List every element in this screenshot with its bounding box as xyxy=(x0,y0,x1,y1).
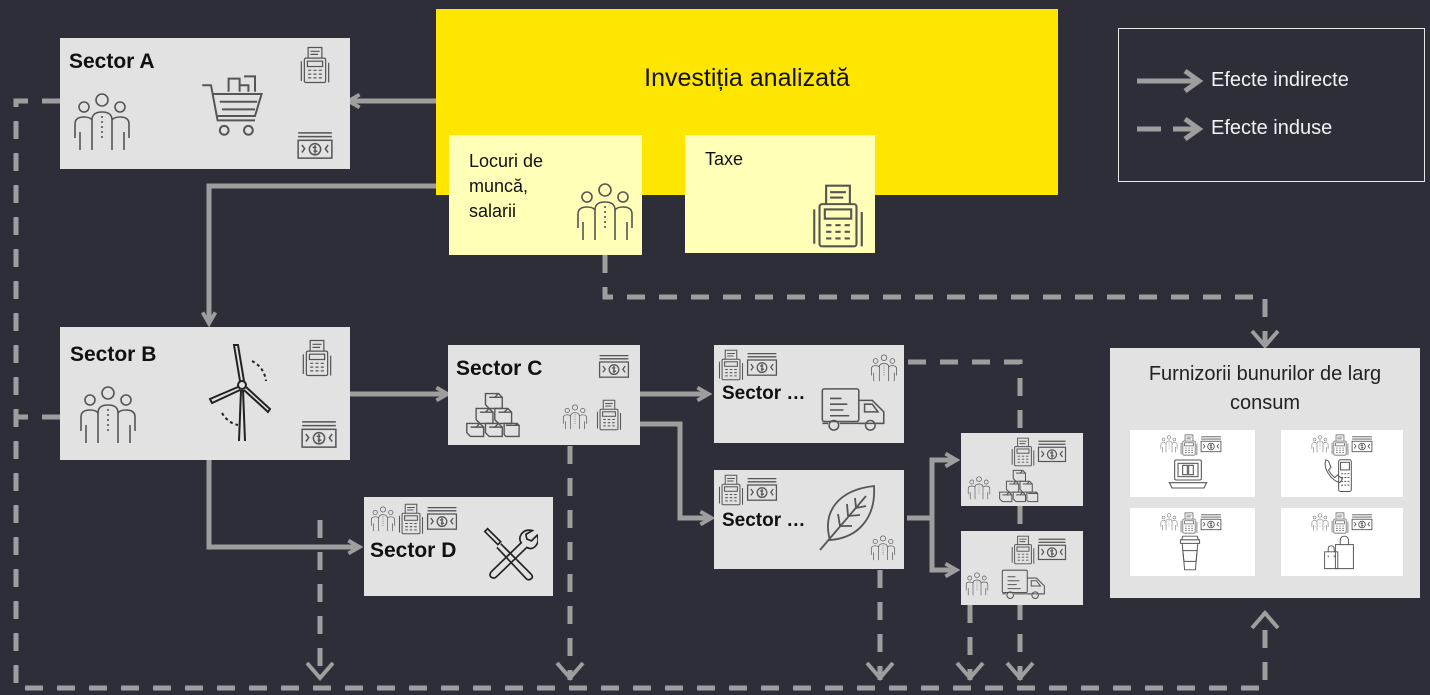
sector-b-label: Sector B xyxy=(70,343,157,366)
cash-register-icon xyxy=(1331,434,1349,456)
cash-register-icon xyxy=(810,183,866,249)
money-icon xyxy=(598,353,630,379)
boxes-icon xyxy=(997,469,1039,503)
shopping-bags-icon xyxy=(1321,534,1357,572)
delivery-truck-icon xyxy=(820,385,888,433)
sector-a-box: Sector A xyxy=(60,38,350,169)
investment-title: Investiția analizată xyxy=(644,64,850,92)
cash-register-icon xyxy=(1331,512,1349,534)
delivery-truck-icon xyxy=(1001,567,1047,601)
cash-register-icon xyxy=(1011,437,1035,467)
arrow-sector-c-to-sector-f xyxy=(640,421,710,518)
jobs-box: Locuri de muncă, salarii xyxy=(449,135,642,255)
money-icon xyxy=(1037,439,1067,463)
legend-indirect-label: Efecte indirecte xyxy=(1211,69,1349,91)
money-icon xyxy=(300,419,338,449)
money-icon xyxy=(1351,513,1373,531)
arrow-investment-to-sector-b xyxy=(209,183,436,322)
sector-f-label: Sector … xyxy=(722,510,806,531)
money-icon xyxy=(746,476,778,502)
money-icon xyxy=(1351,435,1373,453)
sector-g-box xyxy=(961,433,1083,506)
people-icon xyxy=(78,383,138,447)
sector-e-label: Sector … xyxy=(722,383,806,404)
cash-register-icon xyxy=(300,339,334,377)
tools-icon xyxy=(482,525,538,581)
phone-icon xyxy=(1321,456,1355,494)
leaf-icon xyxy=(818,482,878,552)
money-icon xyxy=(1200,513,1222,531)
wind-turbine-icon xyxy=(208,343,278,443)
cash-register-icon xyxy=(718,474,744,506)
consumer-card-retail xyxy=(1281,508,1403,576)
coffee-cup-icon xyxy=(1178,534,1202,572)
people-icon xyxy=(1311,512,1329,532)
cash-register-icon xyxy=(1011,535,1035,565)
people-icon xyxy=(370,505,396,533)
arrow-sector-b-to-sector-d xyxy=(206,460,358,547)
dashed-sector-e-down xyxy=(908,359,1023,680)
money-icon xyxy=(296,130,334,160)
boxes-icon xyxy=(464,391,520,439)
cash-register-icon xyxy=(1180,434,1198,456)
cash-register-icon xyxy=(596,399,622,431)
people-icon xyxy=(1160,512,1178,532)
arrow-sector-f-to-h xyxy=(929,518,955,570)
people-icon xyxy=(967,475,991,501)
shopping-cart-icon xyxy=(200,70,266,140)
people-icon xyxy=(870,534,896,562)
sector-c-box: Sector C xyxy=(448,345,640,445)
money-icon xyxy=(426,505,458,531)
people-icon xyxy=(575,180,635,244)
money-icon xyxy=(746,351,778,377)
consumer-card-food xyxy=(1130,508,1255,576)
people-icon xyxy=(870,353,898,383)
consumer-card-electronics xyxy=(1130,430,1255,497)
arrow-sector-f-to-g xyxy=(907,460,955,521)
sector-a-label: Sector A xyxy=(69,50,155,73)
legend: Efecte indirecte Efecte induse xyxy=(1118,28,1425,182)
cash-register-icon xyxy=(1180,512,1198,534)
people-icon xyxy=(965,571,989,597)
consumer-goods-box: Furnizorii bunurilor de larg consum xyxy=(1110,348,1420,598)
sector-b-box: Sector B xyxy=(60,327,350,460)
jobs-label: Locuri de muncă, salarii xyxy=(469,151,544,221)
dashed-arrow-icon xyxy=(1137,117,1204,141)
sector-d-label: Sector D xyxy=(370,539,457,562)
sector-c-label: Sector C xyxy=(456,357,543,380)
solid-arrow-icon xyxy=(1137,69,1204,93)
legend-induced-label: Efecte induse xyxy=(1211,117,1333,139)
dashed-jobs-to-consumer xyxy=(602,255,1268,346)
consumer-goods-title: Furnizorii bunurilor de larg consum xyxy=(1148,363,1382,414)
dashed-loop xyxy=(13,98,1268,691)
cash-register-icon xyxy=(298,46,332,84)
people-icon xyxy=(72,90,132,154)
people-icon xyxy=(1160,434,1178,454)
cash-register-icon xyxy=(398,503,424,535)
money-icon xyxy=(1037,537,1067,561)
cash-register-icon xyxy=(718,349,744,381)
sector-d-box: Sector D xyxy=(364,497,553,596)
taxes-box: Taxe xyxy=(685,135,875,253)
laptop-icon xyxy=(1168,456,1208,492)
consumer-card-telecom xyxy=(1281,430,1403,497)
sector-f-box: Sector … xyxy=(714,470,904,569)
people-icon xyxy=(562,403,588,431)
money-icon xyxy=(1200,435,1222,453)
people-icon xyxy=(1311,434,1329,454)
sector-e-box: Sector … xyxy=(714,345,904,443)
sector-h-box xyxy=(961,531,1083,605)
taxes-label: Taxe xyxy=(705,149,744,169)
